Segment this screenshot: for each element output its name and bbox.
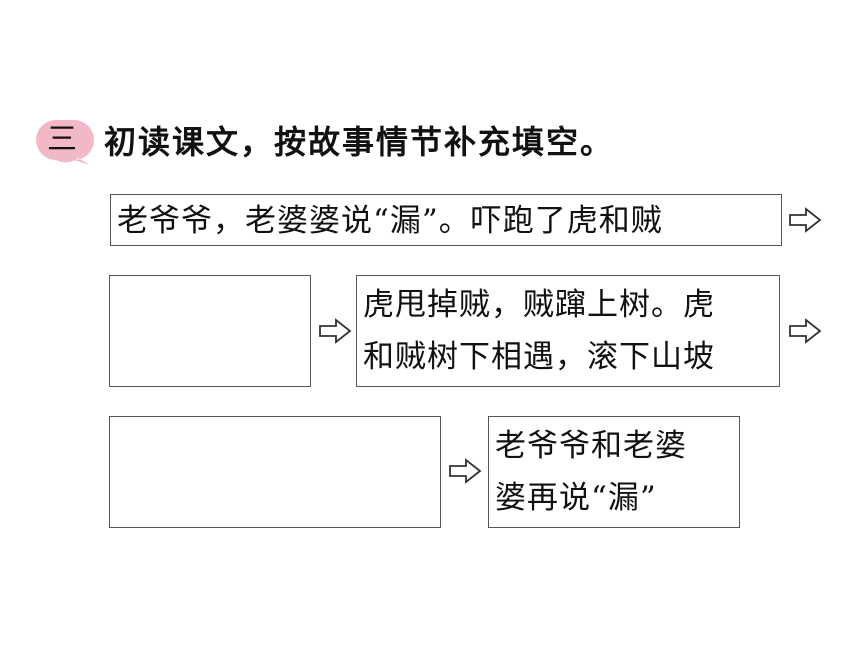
answer-blank-1[interactable] xyxy=(109,275,311,387)
section-number-badge: 三 xyxy=(34,118,94,166)
speech-bubble-icon xyxy=(36,120,94,165)
story-box-2: 虎甩掉贼，贼蹿上树。虎 和贼树下相遇，滚下山坡 xyxy=(356,275,780,387)
story-box-1-line-1: 老爷爷，老婆婆说“漏”。吓跑了虎和贼 xyxy=(117,203,663,239)
hollow-right-arrow-icon xyxy=(789,207,822,233)
answer-blank-2[interactable] xyxy=(109,416,441,528)
story-box-3-line-2: 婆再说“漏” xyxy=(495,480,657,516)
hollow-right-arrow-icon xyxy=(319,318,352,344)
story-box-1: 老爷爷，老婆婆说“漏”。吓跑了虎和贼 xyxy=(110,194,782,246)
hollow-right-arrow-icon xyxy=(789,318,822,344)
instruction-heading: 初读课文，按故事情节补充填空。 xyxy=(104,123,615,161)
story-box-3: 老爷爷和老婆 婆再说“漏” xyxy=(488,416,740,528)
story-box-3-line-1: 老爷爷和老婆 xyxy=(495,428,687,464)
story-box-2-line-2: 和贼树下相遇，滚下山坡 xyxy=(363,339,715,375)
section-number: 三 xyxy=(47,122,77,157)
hollow-right-arrow-icon xyxy=(449,458,482,484)
story-box-2-line-1: 虎甩掉贼，贼蹿上树。虎 xyxy=(363,287,715,323)
